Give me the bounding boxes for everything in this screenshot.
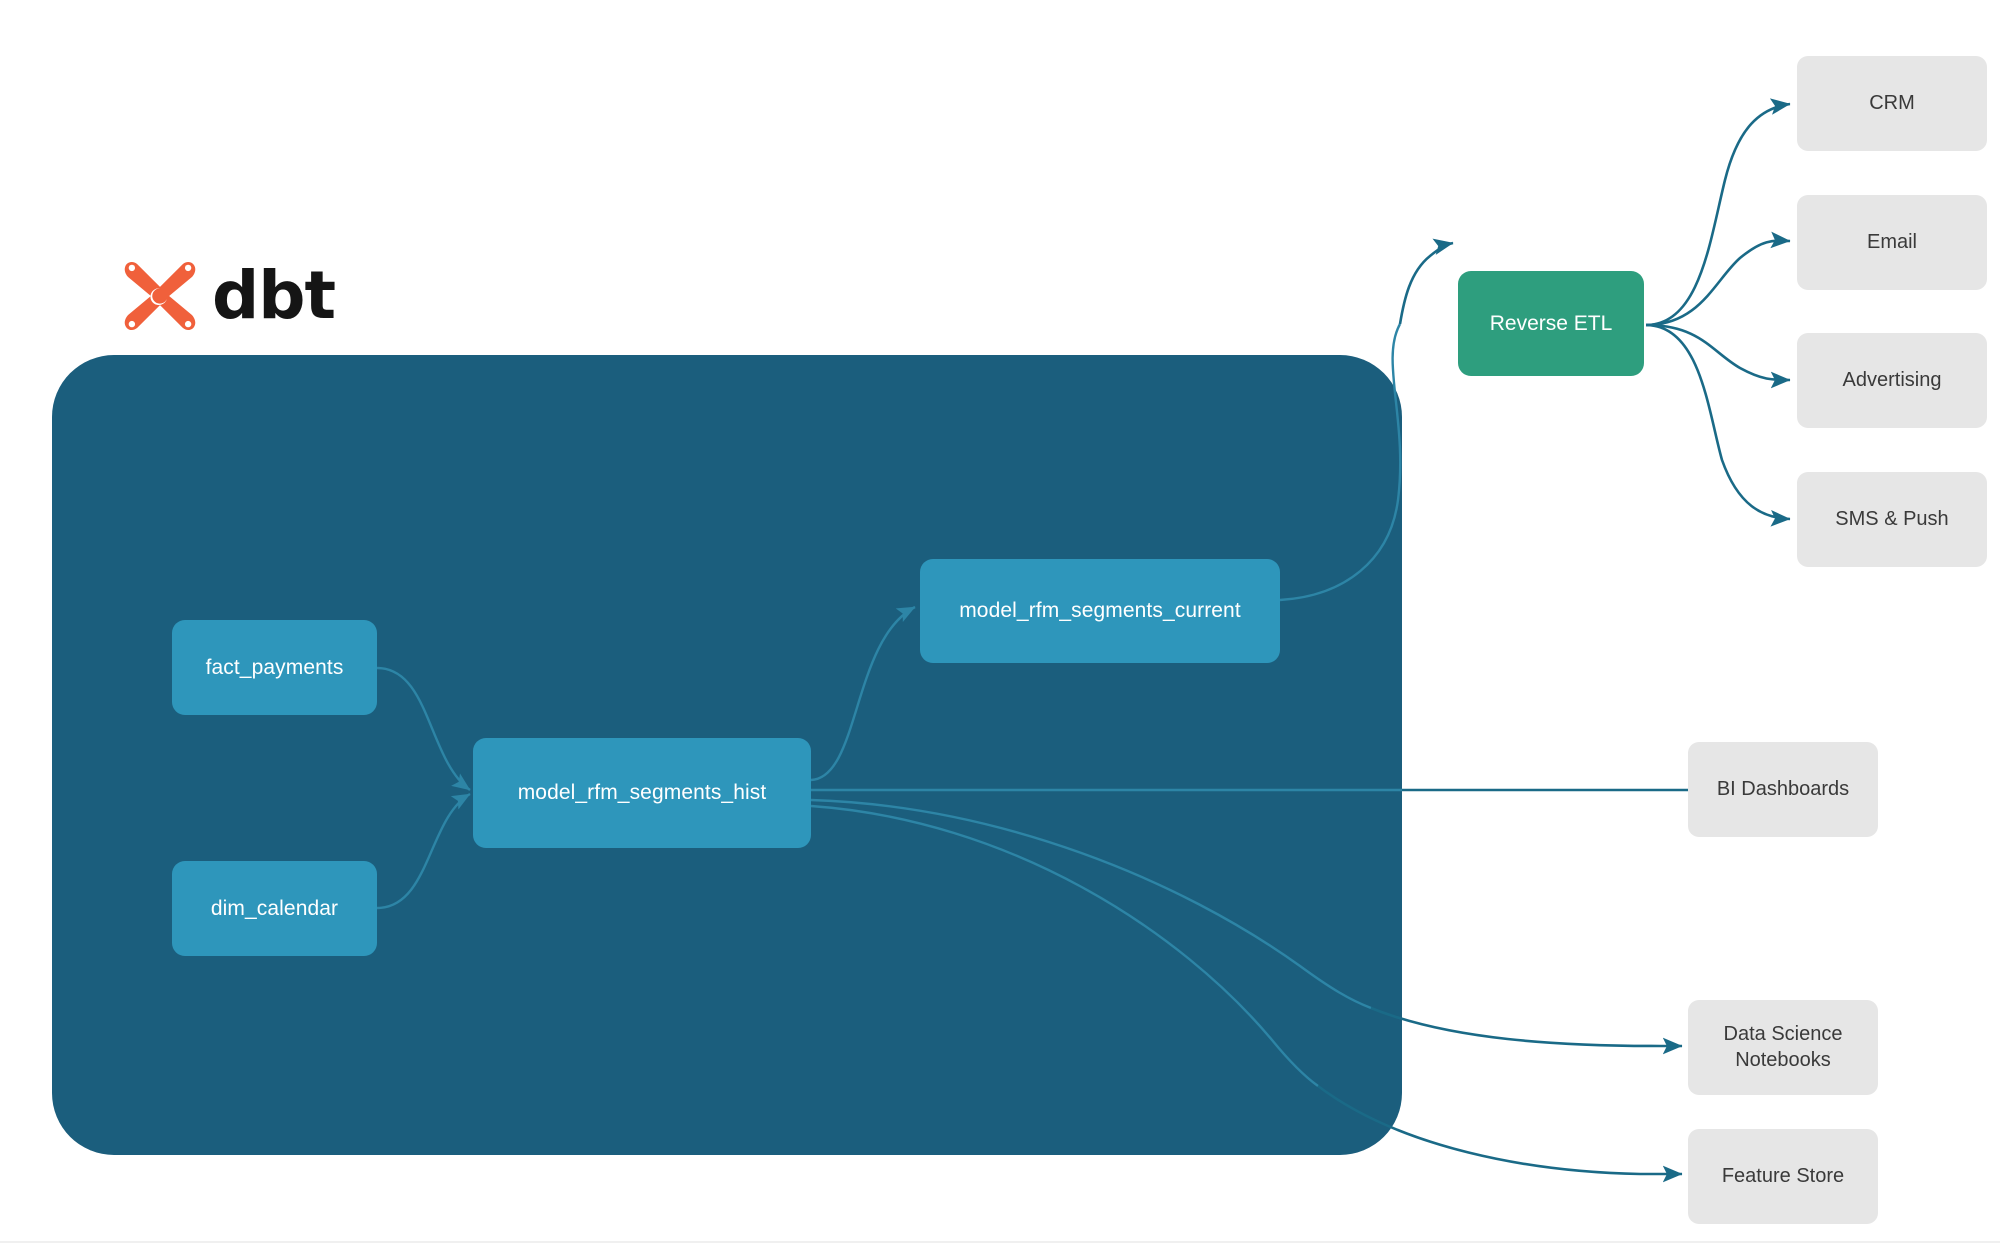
- destination-node-data-science-notebooks[interactable]: Data Science Notebooks: [1688, 1000, 1878, 1095]
- destination-label: Advertising: [1842, 368, 1942, 391]
- destination-label: Email: [1866, 230, 1917, 253]
- destination-label: Feature Store: [1721, 1164, 1845, 1187]
- model-label: dim_calendar: [210, 896, 339, 920]
- bottom-divider: [0, 1241, 2000, 1243]
- edge-reverse-etl-to-advertising: [1645, 323, 1791, 389]
- model-node-model-rfm-segments-current[interactable]: model_rfm_segments_current: [920, 559, 1280, 663]
- destination-label-line1: Data Science: [1723, 1022, 1843, 1045]
- edge-reverse-etl-to-crm: [1645, 98, 1791, 327]
- destination-node-email[interactable]: Email: [1797, 195, 1987, 290]
- model-node-fact-payments[interactable]: fact_payments: [172, 620, 377, 715]
- edge-container-to-reverse-etl: [1398, 238, 1454, 325]
- model-label: model_rfm_segments_hist: [517, 781, 767, 804]
- dbt-wordmark: dbt: [212, 257, 336, 334]
- reverse-etl-node[interactable]: Reverse ETL: [1458, 271, 1644, 376]
- destination-node-bi-dashboards[interactable]: BI Dashboards: [1688, 742, 1878, 837]
- model-label: fact_payments: [205, 655, 344, 679]
- destination-label: BI Dashboards: [1716, 777, 1850, 800]
- dbt-brand: dbt: [122, 257, 336, 334]
- edge-reverse-etl-to-email: [1645, 231, 1791, 327]
- reverse-etl-label: Reverse ETL: [1489, 311, 1613, 335]
- dbt-logo-icon: [124, 261, 196, 331]
- model-node-dim-calendar[interactable]: dim_calendar: [172, 861, 377, 956]
- edge-reverse-etl-to-sms-push: [1645, 323, 1791, 527]
- destination-node-advertising[interactable]: Advertising: [1797, 333, 1987, 428]
- destination-label: CRM: [1869, 91, 1915, 114]
- destination-label-line2: Notebooks: [1735, 1048, 1831, 1071]
- destination-label: SMS & Push: [1835, 507, 1949, 530]
- destination-node-feature-store[interactable]: Feature Store: [1688, 1129, 1878, 1224]
- destination-node-crm[interactable]: CRM: [1797, 56, 1987, 151]
- destination-node-sms-push[interactable]: SMS & Push: [1797, 472, 1987, 567]
- model-label: model_rfm_segments_current: [959, 599, 1241, 622]
- model-node-model-rfm-segments-hist[interactable]: model_rfm_segments_hist: [473, 738, 811, 848]
- edge-container-to-data-science-notebooks: [1370, 1006, 1683, 1055]
